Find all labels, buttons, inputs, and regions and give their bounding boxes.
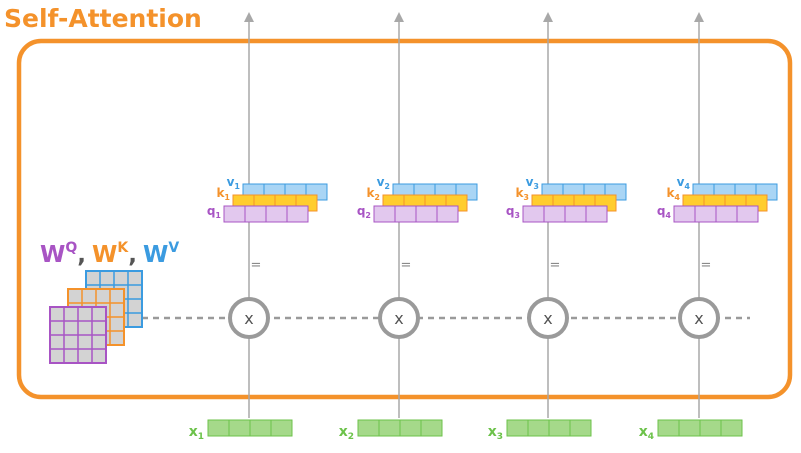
equals-sign: = (701, 258, 712, 273)
equals-sign: = (401, 258, 412, 273)
value-label-3: v3 (526, 175, 539, 191)
query-vector-1 (223, 205, 309, 223)
multiply-icon: x (244, 309, 253, 328)
input-vector-1 (207, 419, 293, 437)
multiply-icon: x (543, 309, 552, 328)
key-label-1: k1 (216, 186, 230, 202)
up-arrow-icon (543, 12, 553, 22)
key-label-3: k3 (515, 186, 529, 202)
self-attention-box (16, 38, 793, 400)
svg-text:WQ,WK,WV: WQ,WK,WV (40, 240, 179, 268)
wq-separator: , (77, 242, 86, 268)
wk-label: W (92, 242, 117, 268)
up-arrow-icon (244, 12, 254, 22)
input-label-2: x2 (339, 424, 354, 442)
wk-separator: , (128, 242, 137, 268)
up-arrow-icon (694, 12, 704, 22)
multiply-node (228, 297, 270, 339)
wq-matrix (49, 306, 107, 364)
equals-sign: = (550, 258, 561, 273)
multiply-icon: x (394, 309, 403, 328)
input-vector-4 (657, 419, 743, 437)
value-label-2: v2 (377, 175, 390, 191)
wq-superscript: Q (65, 240, 77, 256)
weight-matrix-stack (49, 270, 143, 364)
multiply-node (678, 297, 720, 339)
input-label-1: x1 (189, 424, 204, 442)
wk-superscript: K (117, 240, 129, 256)
equals-sign: = (251, 258, 262, 273)
query-vector-4 (673, 205, 759, 223)
up-arrow-icon (394, 12, 404, 22)
query-vector-2 (373, 205, 459, 223)
input-label-4: x4 (639, 424, 654, 442)
multiply-icon: x (694, 309, 703, 328)
input-vector-3 (506, 419, 592, 437)
multiply-node (378, 297, 420, 339)
key-label-4: k4 (666, 186, 680, 202)
query-label-3: q3 (506, 204, 520, 220)
weight-matrices-label: WQ,WK,WV (40, 240, 179, 268)
input-vector-2 (357, 419, 443, 437)
query-label-1: q1 (207, 204, 222, 220)
query-vector-3 (522, 205, 608, 223)
query-label-2: q2 (357, 204, 371, 220)
wv-superscript: V (168, 240, 179, 256)
wv-label: W (143, 242, 168, 268)
multiply-node (527, 297, 569, 339)
wq-label: W (40, 242, 65, 268)
query-label-4: q4 (657, 204, 672, 220)
value-label-4: v4 (677, 175, 691, 191)
input-label-3: x3 (488, 424, 503, 442)
diagram-title: Self-Attention (4, 4, 202, 33)
key-label-2: k2 (366, 186, 380, 202)
value-label-1: v1 (227, 175, 241, 191)
